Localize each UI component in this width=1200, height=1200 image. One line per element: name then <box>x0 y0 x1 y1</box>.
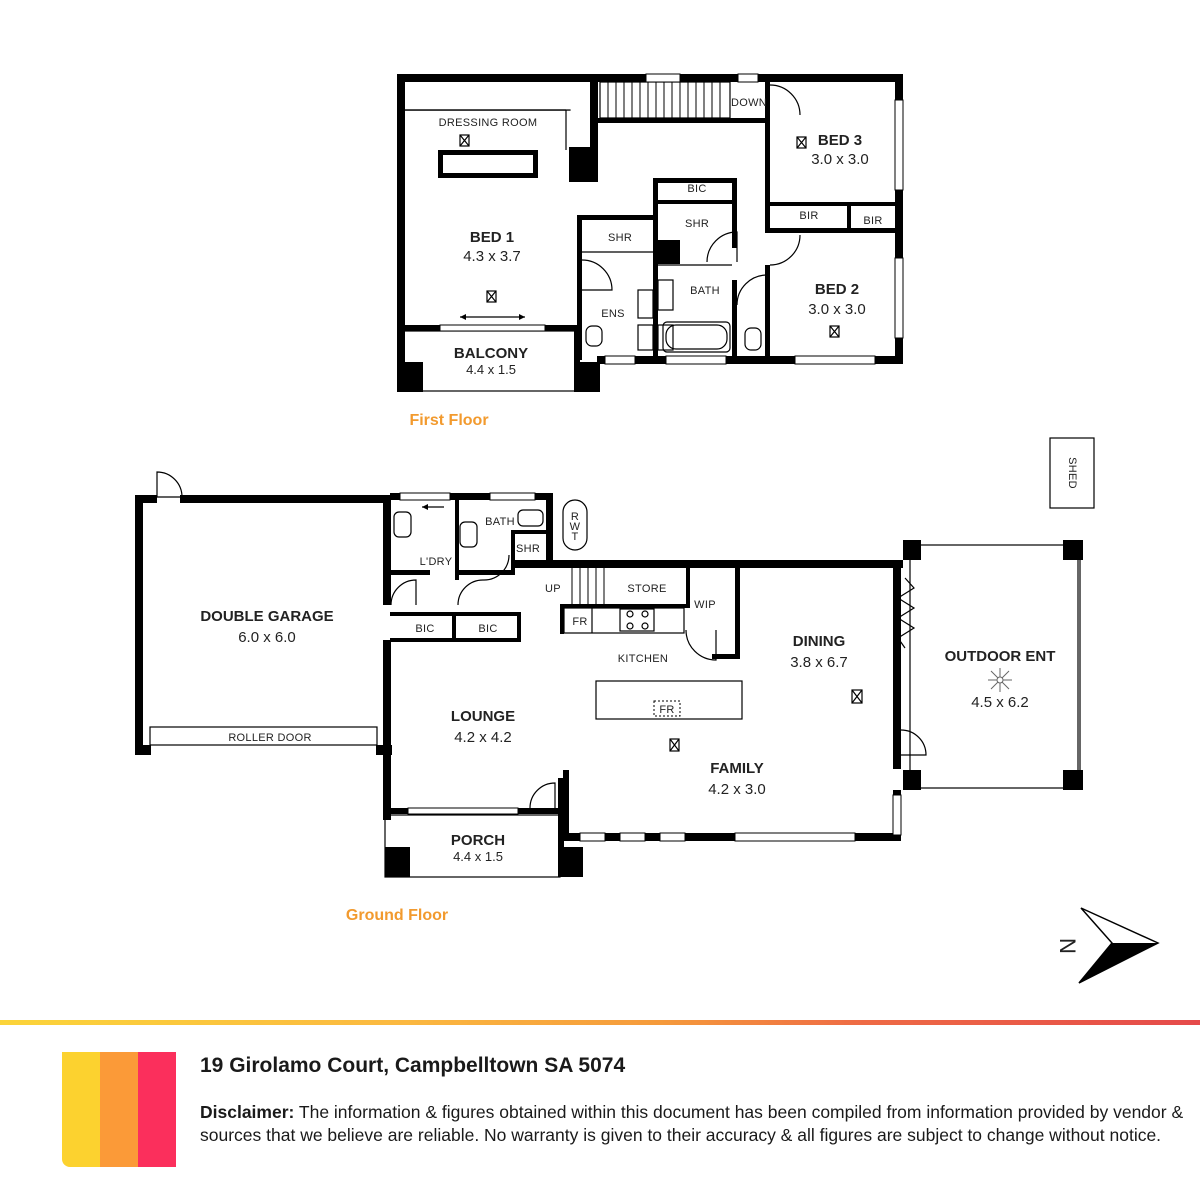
porch-label: PORCH <box>451 832 505 849</box>
roller-door-label: ROLLER DOOR <box>228 732 311 744</box>
dressing-room-label: DRESSING ROOM <box>439 117 538 129</box>
bed3-bir-label: BIR <box>799 210 818 222</box>
lounge-dimensions: 4.2 x 4.2 <box>454 729 512 746</box>
bic-right-label: BIC <box>478 623 497 635</box>
compass-north-label: N <box>1055 938 1080 954</box>
first-floor-title: First Floor <box>409 412 488 429</box>
ensuite-shower-label: SHR <box>608 232 632 244</box>
garage-label: DOUBLE GARAGE <box>200 608 333 625</box>
store-label: STORE <box>627 583 666 595</box>
disclaimer-label: Disclaimer: <box>200 1102 295 1122</box>
family-dimensions: 4.2 x 3.0 <box>708 781 766 798</box>
outdoor-ent-dimensions: 4.5 x 6.2 <box>971 694 1029 711</box>
dining-dimensions: 3.8 x 6.7 <box>790 654 848 671</box>
ground-bath-label: BATH <box>485 516 515 528</box>
stairs-up-label: UP <box>545 583 561 595</box>
fridge-label: FR <box>572 616 587 628</box>
bed2-label: BED 2 <box>815 281 859 298</box>
outdoor-ent-label: OUTDOOR ENT <box>945 648 1056 665</box>
bathroom-label: BATH <box>690 285 720 297</box>
bed3-dimensions: 3.0 x 3.0 <box>811 151 869 168</box>
family-label: FAMILY <box>710 760 764 777</box>
island-fridge-label: FR <box>659 704 674 716</box>
first-floor-plan: DRESSING ROOM BED 1 4.3 x 3.7 BALCONY 4.… <box>397 73 904 429</box>
shed-label: SHED <box>1066 457 1078 489</box>
bed2-dimensions: 3.0 x 3.0 <box>808 301 866 318</box>
disclaimer: Disclaimer: The information & figures ob… <box>200 1101 1185 1146</box>
ceiling-fan-icon <box>988 668 1012 692</box>
porch-dimensions: 4.4 x 1.5 <box>453 849 503 864</box>
bic-label: BIC <box>687 183 706 195</box>
ground-floor-title: Ground Floor <box>346 907 448 924</box>
rwt-label-r: R <box>571 511 579 523</box>
brand-logo <box>62 1052 176 1167</box>
balcony-dimensions: 4.4 x 1.5 <box>466 362 516 377</box>
disclaimer-text: The information & figures obtained withi… <box>200 1102 1184 1145</box>
kitchen-label: KITCHEN <box>618 653 668 665</box>
garage-dimensions: 6.0 x 6.0 <box>238 629 296 646</box>
laundry-label: L'DRY <box>420 556 453 568</box>
bed1-dimensions: 4.3 x 3.7 <box>463 248 521 265</box>
footer-divider <box>0 1020 1200 1025</box>
north-arrow-icon: N <box>1055 907 1160 984</box>
ground-shower-label: SHR <box>516 543 540 555</box>
rwt-label-t: T <box>571 531 578 543</box>
bath-shower-label: SHR <box>685 218 709 230</box>
stairs-down-label: DOWN <box>731 97 767 109</box>
bed3-label: BED 3 <box>818 132 862 149</box>
ensuite-label: ENS <box>601 308 625 320</box>
bic-left-label: BIC <box>415 623 434 635</box>
bed1-label: BED 1 <box>470 229 514 246</box>
rwt-label-w: W <box>570 521 581 533</box>
ground-floor-plan: DOUBLE GARAGE 6.0 x 6.0 ROLLER DOOR L'DR… <box>135 437 1095 924</box>
wip-label: WIP <box>694 599 716 611</box>
lounge-label: LOUNGE <box>451 708 515 725</box>
dining-label: DINING <box>793 633 846 650</box>
property-address: 19 Girolamo Court, Campbelltown SA 5074 <box>200 1054 626 1077</box>
bed2-bir-label: BIR <box>863 215 882 227</box>
balcony-label: BALCONY <box>454 345 528 362</box>
floor-plan: DRESSING ROOM BED 1 4.3 x 3.7 BALCONY 4.… <box>135 73 1160 984</box>
